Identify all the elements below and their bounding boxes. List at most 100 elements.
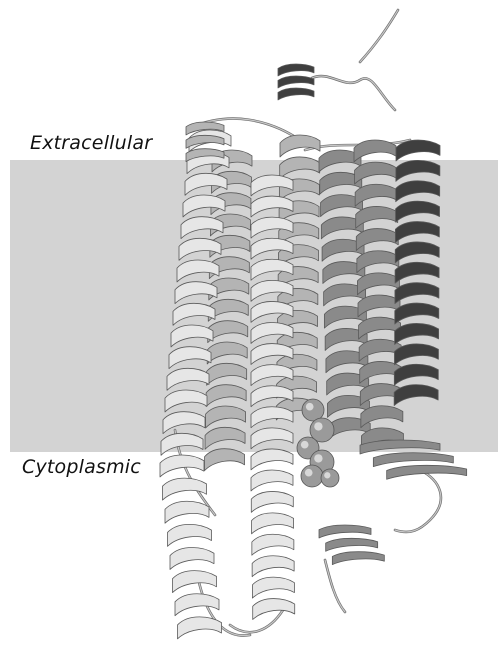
cytoplasmic-helix-8-turn [372,452,454,468]
helix-1-turn [168,346,212,370]
ligand-sphere-shine-5 [304,468,313,477]
helix-7-turn [394,323,440,345]
bottom-loop-3-highlight [324,559,346,613]
helix-4-turn [279,134,321,158]
n-terminal-tail [358,8,400,64]
helix-1-turn [160,432,204,456]
helix-2b-turn [251,512,294,535]
helix-2-turn [250,237,294,260]
helix-6-turn [355,228,399,251]
n-terminal-tail-highlight [359,9,399,63]
protein-helices [159,63,468,640]
ligand-sphere-shine-1 [305,402,314,411]
extracellular-helix-turn [277,75,315,89]
cytoplasmic-helix-turn [331,551,385,566]
extracellular-helix-turn [277,87,315,101]
helix-3-turn [205,405,246,429]
helix-1-turn [172,302,216,326]
cytoplasmic-helix-8-turn [359,439,441,455]
cytoplasmic-helix-8-turn [386,464,468,480]
helix-1-turn [170,324,214,348]
cytoplasmic-label: Cytoplasmic [22,456,141,478]
cytoplasmic-helix-turn [325,537,379,552]
top-cap-helix-left [185,121,225,163]
extracellular-label: Extracellular [30,132,153,154]
helix-2b [250,469,296,620]
helix-3-turn [207,298,249,322]
helix-7-turn [393,384,439,406]
bound-ligand [296,398,340,488]
helix-2b-turn [252,576,295,599]
helix-1-turn [174,281,218,305]
helix-1-turn [178,237,222,261]
cytoplasmic-helix-8 [359,439,468,480]
helix-6-turn [355,206,399,229]
helix-2-turn [250,195,294,218]
helix-7-turn [393,363,439,386]
helix-3-turn [206,362,248,386]
helix-2 [250,174,294,471]
extracellular-helix [277,63,315,101]
helix-7-turn [394,343,439,366]
helix-1b-turn [169,547,215,570]
helix-1-turn [182,194,226,218]
top-cap-helix-left-turn [185,134,225,149]
helix-3-turn [204,426,246,450]
helix-1-turn [184,172,228,196]
top-loop-1-highlight [311,75,396,111]
top-cap-helix-left-turn [185,121,225,136]
helix-4-turn [279,156,321,180]
helix-7-turn [395,139,441,162]
helix-2-turn [250,258,294,281]
helix-1-turn [162,411,206,435]
helix-2b-turn [250,469,294,492]
helix-6-turn [360,405,404,429]
helix-1b-turn [159,454,205,478]
helix-1b-turn [177,616,222,640]
helix-1-turn [164,389,208,413]
helix-3-turn [206,341,248,365]
helix-7-turn [394,282,440,305]
top-loop-1 [310,74,397,112]
helix-2b-turn [250,491,294,513]
bottom-loop-4 [393,468,443,534]
ligand-sphere-5 [300,464,324,488]
helix-1-turn [166,367,210,391]
helix-1-turn [176,259,220,283]
helix-2-turn [250,448,294,471]
helix-3 [204,149,253,472]
helix-1b-turn [162,477,207,501]
bottom-loop-2-highlight [229,609,284,633]
ligand-sphere-6 [320,468,340,488]
helix-1b-turn [167,523,212,547]
helix-2-turn [250,301,294,323]
helix-7-turn [395,180,441,203]
cytoplasmic-helix [318,524,385,566]
helix-2b-turn [252,598,296,620]
helix-2b-turn [251,533,295,556]
helix-7-turn [395,159,441,182]
helix-2-turn [250,427,294,450]
extracellular-helix-turn [277,63,315,77]
helix-2-turn [250,385,294,408]
helix-2-turn [250,174,294,197]
helix-1b [159,454,222,640]
helix-7-turn [394,241,440,264]
helix-1-turn [180,216,224,240]
helix-7-turn [394,302,440,325]
helix-5 [318,149,371,441]
helix-3-turn [205,384,247,408]
helix-3-turn [204,448,245,472]
ligand-sphere-shine-2 [314,422,323,431]
helix-7 [393,139,441,406]
helix-2-turn [250,216,294,239]
helix-6 [353,139,404,451]
bottom-loop-3 [323,558,347,614]
ligand-sphere-shine-6 [324,472,331,479]
helix-1b-turn [164,500,210,524]
helix-7-turn [395,200,440,223]
helix-7-turn [394,261,440,284]
helix-2-turn [250,279,294,302]
